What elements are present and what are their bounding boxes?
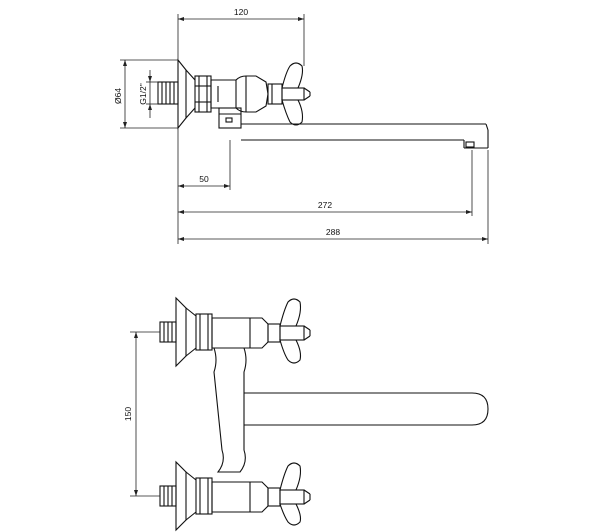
upper-valve (211, 298, 311, 364)
dim-label-50: 50 (199, 174, 209, 184)
body-tube (213, 347, 247, 473)
spout (241, 123, 489, 149)
threaded-inlet (157, 81, 179, 105)
dim-label-272: 272 (318, 200, 332, 210)
dim-label-flange-diameter: Ø64 (113, 88, 123, 104)
dim-label-150: 150 (123, 407, 133, 421)
spout-front (244, 392, 489, 426)
dim-thread: G1/2" (138, 70, 158, 118)
dim-inlet-offset: 50 (177, 128, 231, 190)
bonnet (267, 83, 283, 105)
dim-overall-top: 120 (177, 7, 305, 66)
upper-inlet-assembly (159, 296, 213, 368)
lower-inlet-assembly (159, 460, 213, 532)
dim-center-spacing: 150 (123, 331, 160, 497)
dim-label-120: 120 (234, 7, 248, 17)
dim-overall-length: 288 (178, 150, 489, 244)
dim-label-thread: G1/2" (138, 83, 148, 104)
dim-label-288: 288 (326, 227, 340, 237)
wall-flange (177, 58, 187, 130)
top-view: 120 Ø64 G1/2" 50 (113, 7, 489, 244)
cross-handle (281, 62, 311, 126)
dim-flange-diameter: Ø64 (113, 59, 178, 129)
front-view: 150 (123, 296, 489, 532)
lower-valve (211, 462, 311, 526)
dim-spout-reach: 272 (177, 150, 473, 244)
hex-nut (194, 75, 212, 113)
spout-collar (218, 107, 242, 129)
valve-body (210, 75, 269, 113)
